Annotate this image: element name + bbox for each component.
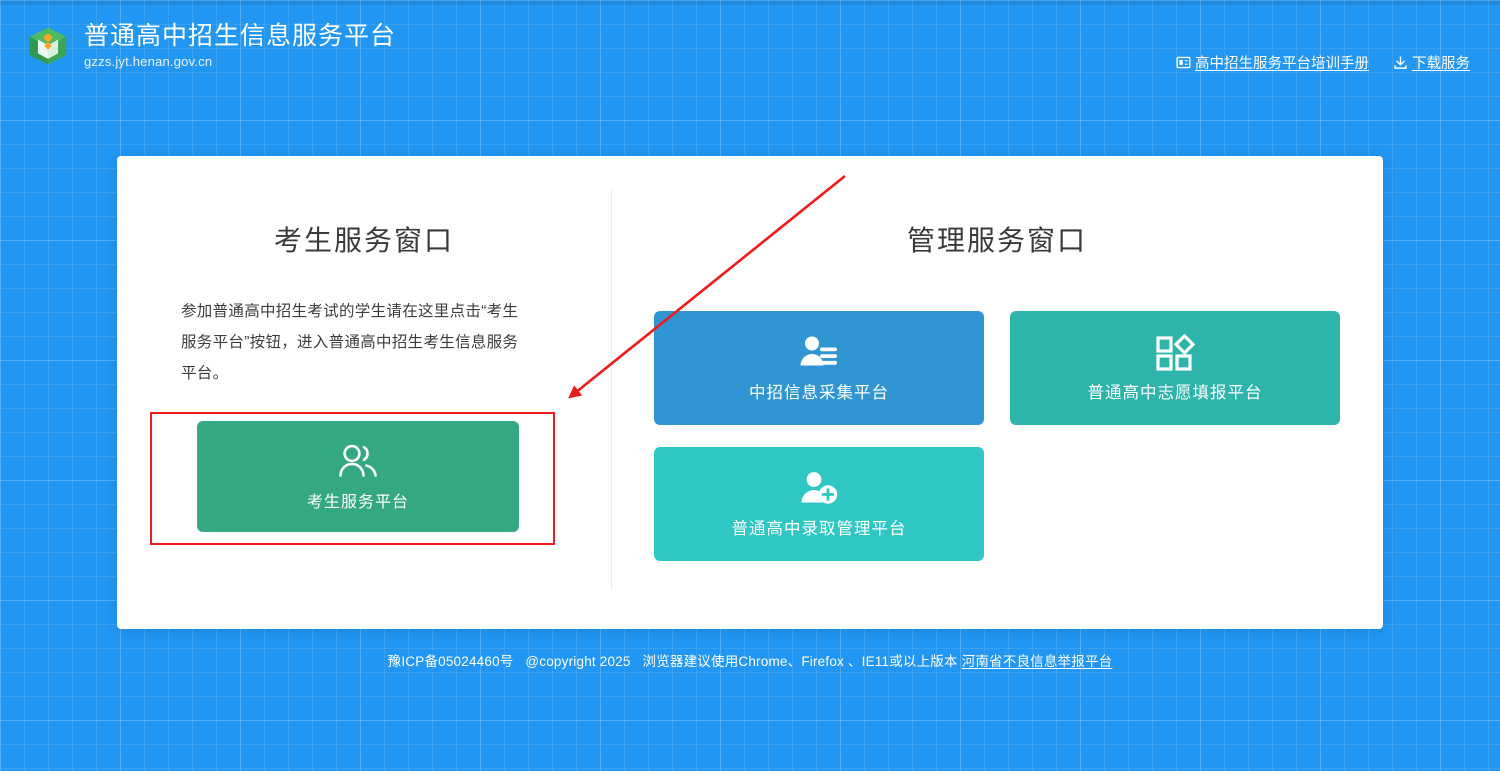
- header-links: 高中招生服务平台培训手册 下载服务: [1176, 52, 1470, 73]
- footer-icp: 豫ICP备05024460号: [387, 654, 514, 669]
- tile-admission-management-platform-label: 普通高中录取管理平台: [731, 519, 907, 538]
- download-service-link[interactable]: 下载服务: [1393, 52, 1470, 73]
- site-title: 普通高中招生信息服务平台: [84, 22, 397, 50]
- tile-wish-filling-platform-label: 普通高中志愿填报平台: [1087, 383, 1263, 402]
- person-plus-icon: [801, 471, 838, 504]
- candidate-panel-title: 考生服务窗口: [273, 225, 454, 256]
- book-shield-logo-icon: [29, 27, 67, 65]
- brand-block: 普通高中招生信息服务平台 gzzs.jyt.henan.gov.cn: [26, 24, 396, 68]
- admin-panel-title: 管理服务窗口: [906, 225, 1087, 256]
- candidate-service-panel: 考生服务窗口 参加普通高中招生考试的学生请在这里点击“考生服务平台”按钮，进入普…: [117, 156, 611, 629]
- tile-info-collection-platform-label: 中招信息采集平台: [749, 383, 889, 402]
- site-header: 普通高中招生信息服务平台 gzzs.jyt.henan.gov.cn 高中招生服…: [0, 0, 1500, 90]
- footer-report-link[interactable]: 河南省不良信息举报平台: [961, 654, 1113, 669]
- top-accent-strip: [0, 0, 1500, 5]
- tile-info-collection-platform[interactable]: 中招信息采集平台: [654, 311, 984, 425]
- users-outline-icon: [339, 444, 377, 477]
- download-icon: [1394, 56, 1407, 69]
- admin-service-panel: 管理服务窗口 中招信息采集平台 普通高中志愿填报平台: [611, 156, 1383, 629]
- footer: 豫ICP备05024460号 @copyright 2025 浏览器建议使用Ch…: [0, 650, 1500, 670]
- candidate-service-platform-button[interactable]: 考生服务平台: [197, 421, 519, 532]
- manual-book-icon: [1176, 56, 1191, 69]
- footer-copyright: @copyright 2025: [525, 654, 631, 669]
- candidate-service-platform-button-label: 考生服务平台: [306, 493, 409, 511]
- site-domain: gzzs.jyt.henan.gov.cn: [84, 54, 213, 69]
- candidate-panel-description: 参加普通高中招生考试的学生请在这里点击“考生服务平台”按钮，进入普通高中招生考生…: [181, 303, 519, 382]
- candidate-button-highlight-box: [150, 412, 555, 545]
- tile-wish-filling-platform[interactable]: 普通高中志愿填报平台: [1010, 311, 1340, 425]
- download-service-link-label: 下载服务: [1412, 56, 1470, 72]
- training-manual-link[interactable]: 高中招生服务平台培训手册: [1176, 52, 1369, 73]
- tile-admission-management-platform[interactable]: 普通高中录取管理平台: [654, 447, 984, 561]
- brand-text: 普通高中招生信息服务平台 gzzs.jyt.henan.gov.cn: [84, 22, 397, 69]
- footer-browser-note: 浏览器建议使用Chrome、Firefox 、IE11或以上版本: [642, 654, 958, 669]
- training-manual-link-label: 高中招生服务平台培训手册: [1195, 56, 1369, 72]
- main-card: 考生服务窗口 参加普通高中招生考试的学生请在这里点击“考生服务平台”按钮，进入普…: [117, 156, 1383, 629]
- grid-diamond-icon: [1156, 333, 1195, 371]
- person-list-icon: [800, 336, 837, 365]
